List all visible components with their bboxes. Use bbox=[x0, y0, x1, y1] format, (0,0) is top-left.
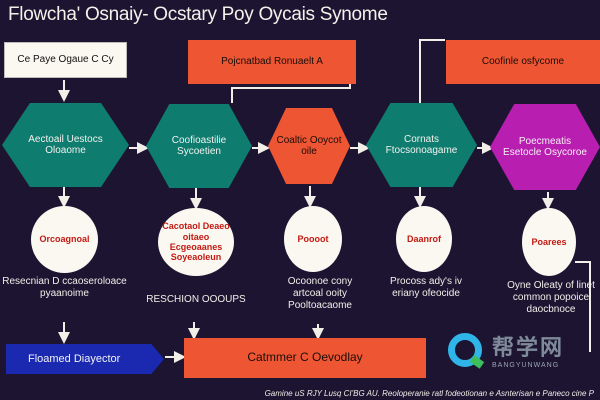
process-hexagon-3: Coaltic Ooycot oile bbox=[268, 108, 350, 184]
note-5: Oyne Oleaty of linet common popoice daoc… bbox=[507, 280, 595, 315]
top-left-box: Ce Paye Ogaue C Cy bbox=[4, 42, 127, 78]
outcome-circle-5: Poarees bbox=[522, 208, 576, 276]
watermark-logo: 帮学网 BANGYUNWANG bbox=[448, 330, 564, 369]
page-title: Flowcha' Osnaiy- Ocstary Poy Oycais Syno… bbox=[8, 4, 388, 25]
connector-right-top bbox=[419, 39, 445, 103]
footer-caption: Gamine uS RJY Lusq CI'BG AU. Reoloperani… bbox=[264, 389, 594, 398]
process-hexagon-4: Cornats Ftocsonoagame bbox=[366, 103, 477, 187]
process-hexagon-2: Coofioastilie Sycoetien bbox=[146, 104, 252, 188]
watermark-latin: BANGYUNWANG bbox=[492, 362, 560, 369]
process-hexagon-5: Poecmeatis Esetocle Osycoroe bbox=[490, 104, 600, 190]
watermark-chinese: 帮学网 bbox=[492, 335, 565, 360]
note-3: Ocoonoe cony artcoal ooity Pooltoacaome bbox=[287, 276, 353, 311]
connector-right-bottom bbox=[575, 261, 591, 352]
note-4: Procoss ady's iv eriany ofeocide bbox=[390, 276, 462, 299]
outcome-circle-1: Orcoagnoal bbox=[31, 206, 98, 273]
outcome-circle-2: Cacotaol Deaeo oitaeo Ecgeoaanes Soyeaol… bbox=[158, 208, 234, 276]
note-1: Resecnian D ccaoseroloace pyaanoime bbox=[2, 276, 127, 299]
bottom-blue-arrow-box: Floamed Diayector bbox=[6, 344, 164, 374]
q-logo-icon bbox=[448, 332, 482, 367]
outcome-circle-4: Daanrof bbox=[396, 206, 452, 272]
top-right-box: Coofinle osfycome bbox=[446, 40, 600, 84]
process-hexagon-1: Aectoail Uestocs Oloaome bbox=[2, 103, 129, 187]
note-2: RESCHION OOOUPS bbox=[146, 294, 246, 305]
top-center-box: Pojcnatbad Ronuaelt A bbox=[188, 40, 356, 84]
outcome-circle-3: Poooot bbox=[284, 206, 342, 272]
bottom-red-box: Catmmer C Oevodlay bbox=[184, 338, 426, 378]
